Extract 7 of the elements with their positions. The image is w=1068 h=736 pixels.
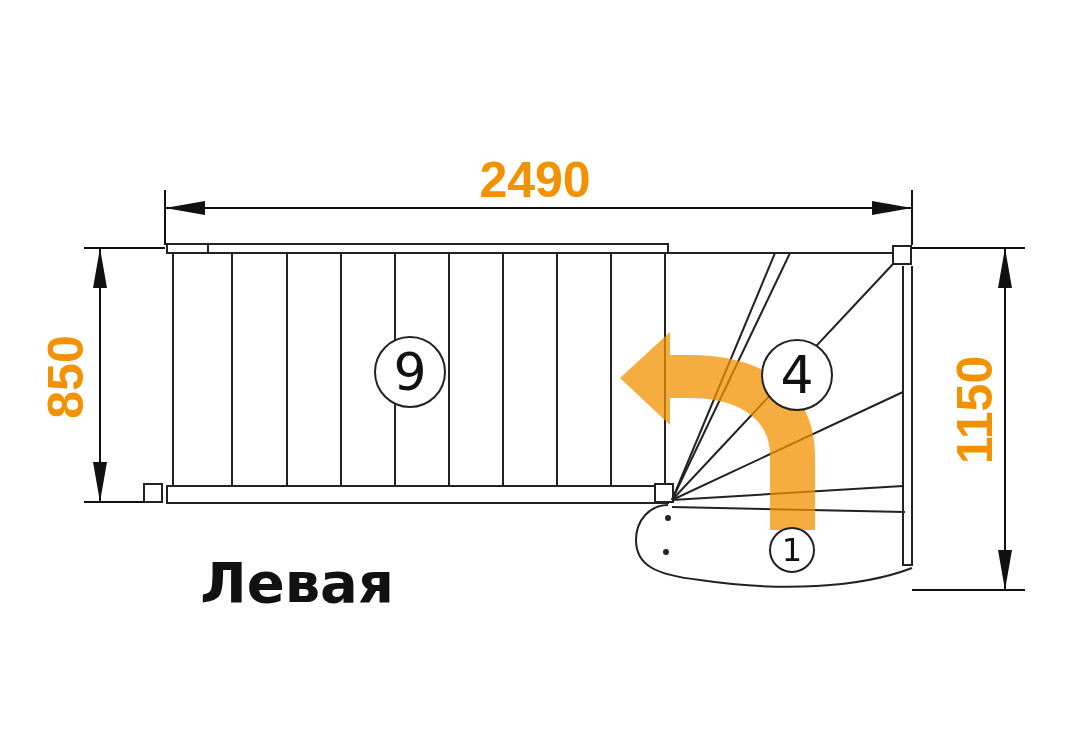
dimension-value: 1150 [950, 355, 1000, 465]
dimension-value: 2490 [479, 155, 591, 205]
stair-direction-label: Левая [200, 555, 394, 611]
step-number-circle: 9 [374, 336, 446, 408]
step-number-circle: 1 [769, 527, 815, 573]
dimension-value: 850 [41, 335, 91, 419]
step-number-circle: 4 [761, 339, 833, 411]
